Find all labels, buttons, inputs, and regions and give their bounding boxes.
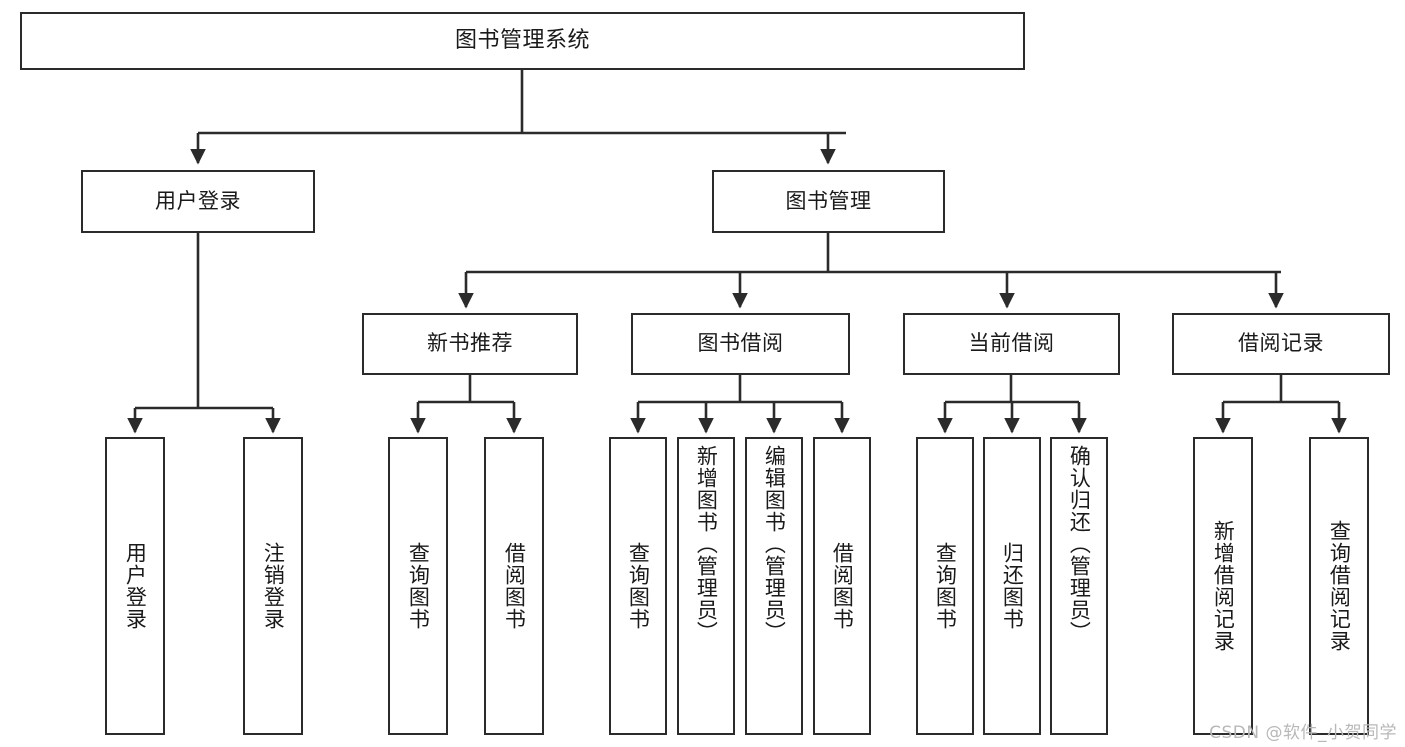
leaf-label: 用户登录 (123, 542, 148, 630)
node-new-book-recommend-label: 新书推荐 (427, 331, 513, 356)
leaf-new-book-query[interactable]: 查询图书 (388, 437, 448, 735)
leaf-borrow-record-query[interactable]: 查询借阅记录 (1309, 437, 1369, 735)
leaf-label: 编辑图书（管理员） (762, 445, 787, 643)
node-user-login[interactable]: 用户登录 (81, 170, 315, 233)
node-current-borrow[interactable]: 当前借阅 (903, 313, 1120, 375)
leaf-new-book-borrow[interactable]: 借阅图书 (484, 437, 544, 735)
leaf-label: 查询图书 (626, 542, 651, 630)
node-root-label: 图书管理系统 (454, 27, 590, 53)
leaf-borrow-record-add[interactable]: 新增借阅记录 (1193, 437, 1253, 735)
leaf-label: 查询图书 (406, 542, 431, 630)
leaf-current-borrow-confirm-return[interactable]: 确认归还（管理员） (1050, 437, 1108, 735)
leaf-label: 注销登录 (261, 542, 286, 630)
node-book-management-label: 图书管理 (785, 188, 872, 213)
leaf-label: 新增借阅记录 (1211, 520, 1236, 652)
watermark: CSDN @软件_小贺同学 (1209, 723, 1397, 743)
node-current-borrow-label: 当前借阅 (968, 331, 1055, 356)
leaf-label: 借阅图书 (502, 542, 527, 630)
leaf-current-borrow-return[interactable]: 归还图书 (983, 437, 1041, 735)
node-book-borrow[interactable]: 图书借阅 (631, 313, 850, 375)
leaf-book-borrow-borrow[interactable]: 借阅图书 (813, 437, 871, 735)
leaf-label: 查询图书 (933, 542, 958, 630)
node-book-borrow-label: 图书借阅 (697, 331, 784, 356)
leaf-user-login-login[interactable]: 用户登录 (105, 437, 165, 735)
node-borrow-record-label: 借阅记录 (1238, 331, 1324, 356)
node-user-login-label: 用户登录 (155, 188, 241, 213)
leaf-label: 确认归还（管理员） (1067, 445, 1092, 643)
leaf-label: 查询借阅记录 (1327, 520, 1352, 652)
leaf-book-borrow-edit[interactable]: 编辑图书（管理员） (745, 437, 803, 735)
node-new-book-recommend[interactable]: 新书推荐 (362, 313, 578, 375)
leaf-current-borrow-query[interactable]: 查询图书 (916, 437, 974, 735)
leaf-label: 新增图书（管理员） (694, 445, 719, 643)
leaf-label: 借阅图书 (830, 542, 855, 630)
leaf-book-borrow-add[interactable]: 新增图书（管理员） (677, 437, 735, 735)
node-borrow-record[interactable]: 借阅记录 (1172, 313, 1390, 375)
leaf-user-login-logout[interactable]: 注销登录 (243, 437, 303, 735)
node-book-management[interactable]: 图书管理 (712, 170, 945, 233)
leaf-book-borrow-query[interactable]: 查询图书 (609, 437, 667, 735)
node-root[interactable]: 图书管理系统 (20, 12, 1025, 70)
leaf-label: 归还图书 (1000, 542, 1025, 630)
